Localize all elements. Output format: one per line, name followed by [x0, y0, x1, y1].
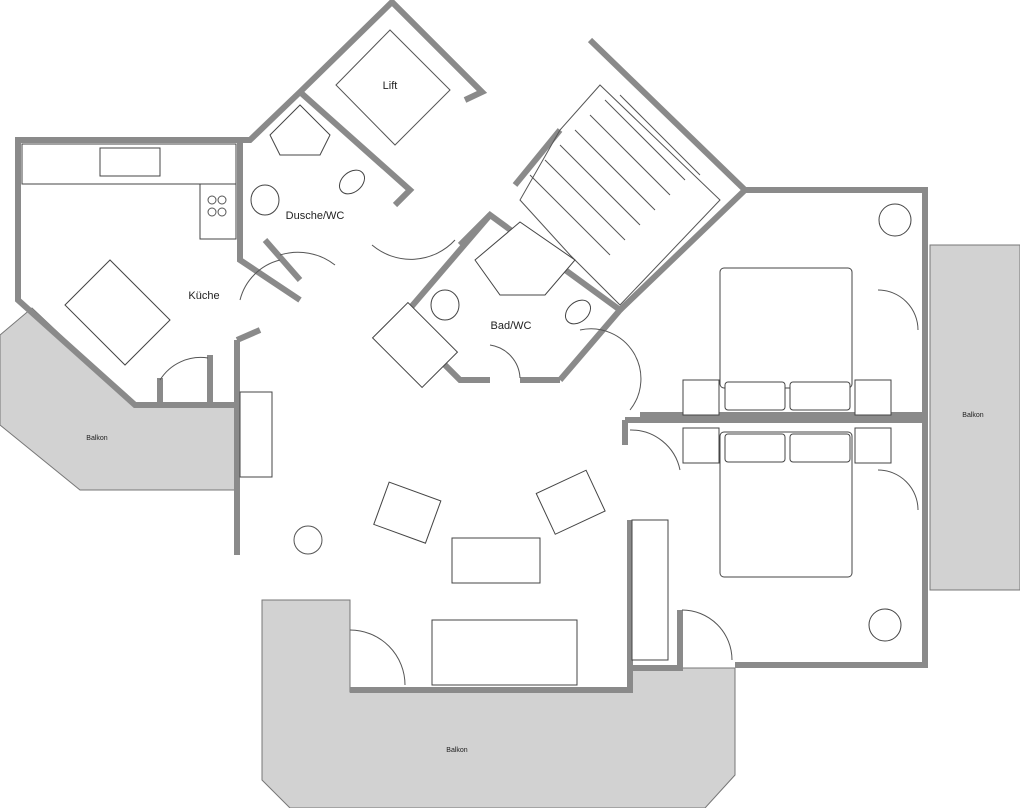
coffee-table — [451, 537, 541, 584]
walls — [15, 0, 928, 693]
bedroom-furniture — [631, 203, 912, 661]
kitchen-furniture — [21, 143, 237, 366]
living-furniture — [239, 301, 606, 686]
lift-cabin — [335, 29, 451, 146]
bathroom-fixtures — [250, 104, 592, 325]
bed-upper — [719, 267, 853, 389]
room-label-bath-wc: Bad/WC — [491, 320, 532, 332]
plant-icon — [293, 525, 323, 555]
sink-icon — [99, 147, 161, 177]
dining-table — [64, 259, 171, 366]
room-label-shower-wc: Dusche/WC — [286, 210, 345, 222]
room-label-lift: Lift — [383, 80, 398, 92]
sofa — [431, 619, 578, 686]
bed-lower — [719, 431, 853, 578]
doors — [159, 239, 919, 686]
room-label-kitchen: Küche — [188, 290, 219, 302]
room-label-balcony-bottom: Balkon — [446, 747, 468, 754]
staircase — [519, 84, 721, 306]
balcony-right — [929, 244, 1020, 591]
room-label-balcony-left: Balkon — [86, 435, 108, 442]
room-label-balcony-right: Balkon — [962, 412, 984, 419]
